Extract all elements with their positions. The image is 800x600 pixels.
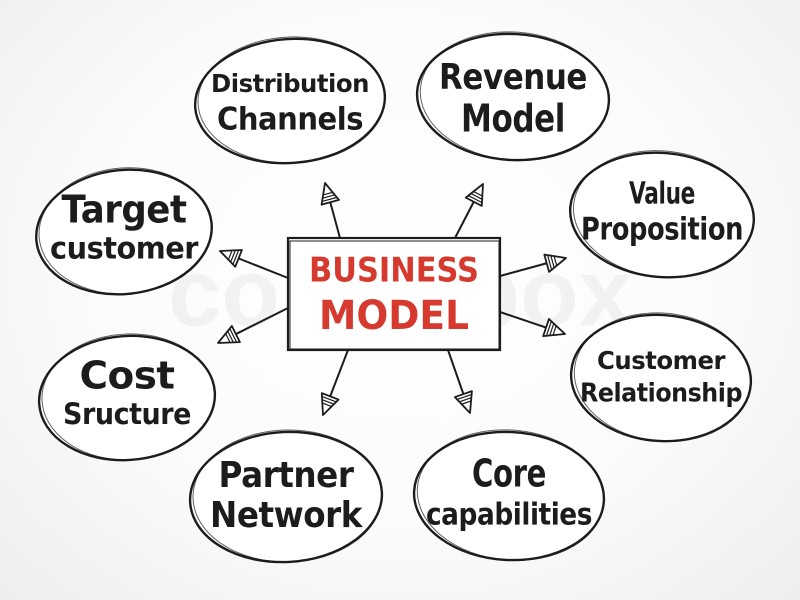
node-label-line-1: Partner xyxy=(219,455,355,496)
arrow xyxy=(320,349,349,416)
node-outline-sketch xyxy=(192,429,383,563)
arrow-head-hatch xyxy=(322,194,335,199)
arrow-head-hatch xyxy=(553,255,558,266)
arrow-head-hatch xyxy=(456,393,472,401)
arrow-head xyxy=(320,182,340,206)
arrow-head-hatch xyxy=(461,400,472,405)
node-label-line-2: Channels xyxy=(217,102,363,138)
arrow xyxy=(217,307,289,344)
arrow xyxy=(447,349,473,414)
arrow-head-hatch xyxy=(229,328,238,343)
arrow-head xyxy=(543,253,567,273)
connector-arrows xyxy=(217,182,567,416)
arrow-shaft xyxy=(499,311,548,329)
arrow-head-hatch xyxy=(227,250,233,260)
arrow xyxy=(499,311,566,338)
center-title-line-2: MODEL xyxy=(319,293,469,339)
arrow-head-hatch xyxy=(549,323,555,336)
arrow-head-hatch xyxy=(473,190,483,197)
arrow-head-hatch xyxy=(470,192,483,200)
arrow xyxy=(219,249,289,279)
arrow-head-hatch xyxy=(321,399,335,405)
center-title-line-1: BUSINESS xyxy=(309,251,479,291)
arrow-head-hatch xyxy=(225,333,231,343)
arrow-head-hatch xyxy=(227,330,234,343)
arrow-head-hatch xyxy=(322,191,333,196)
arrow-head-hatch xyxy=(230,250,236,263)
node-outline-sketch xyxy=(572,150,755,279)
node-label-line-1: Distribution xyxy=(211,69,369,98)
node-outline-sketch xyxy=(41,333,216,461)
arrow-head-hatch xyxy=(545,321,552,336)
arrow-head-hatch xyxy=(550,255,555,268)
node-label-line-2: Network xyxy=(210,495,363,536)
node-outline-sketch xyxy=(197,36,386,164)
arrow-head-hatch xyxy=(322,402,332,408)
node-label-line-2: capabilities xyxy=(426,498,592,533)
center-node: BUSINESS MODEL xyxy=(286,236,502,352)
center-box xyxy=(286,236,502,352)
node-label-line-2: Proposition xyxy=(581,212,743,248)
arrow-shaft xyxy=(237,257,289,279)
arrow xyxy=(454,183,484,239)
arrow-head-hatch xyxy=(321,395,337,403)
node-label-line-1: Value xyxy=(629,177,695,212)
arrow-head-hatch xyxy=(552,325,557,336)
node-outline-sketch xyxy=(38,167,213,295)
arrow-shaft xyxy=(447,349,465,396)
node-label-line-1: Target xyxy=(62,188,187,232)
node-outline-sketch xyxy=(573,312,752,442)
arrow-shaft xyxy=(329,349,349,398)
arrow-shaft xyxy=(499,262,548,277)
arrow-shaft xyxy=(329,201,341,239)
arrow-head xyxy=(454,390,473,414)
node-label-line-1: Customer xyxy=(597,346,726,375)
node-outline xyxy=(412,430,606,562)
node-outline-sketch xyxy=(419,31,610,161)
arrow-head-hatch xyxy=(232,249,240,265)
node-label-line-1: Cost xyxy=(80,354,175,398)
arrow-head-hatch xyxy=(468,195,483,204)
arrow-head xyxy=(320,392,340,416)
node-label-line-1: Core xyxy=(472,452,546,496)
node-label-line-2: customer xyxy=(50,232,199,267)
arrow-head-hatch xyxy=(321,196,338,202)
arrow xyxy=(320,182,341,239)
node-label-line-2: Model xyxy=(461,97,565,141)
arrow xyxy=(499,253,567,277)
node-label-line-1: Revenue xyxy=(439,57,587,98)
node-outline-sketch xyxy=(416,429,605,561)
node-label-line-2: Relationship xyxy=(580,379,742,409)
arrow-shaft xyxy=(454,200,475,239)
arrow-head xyxy=(542,318,566,338)
arrow-head-hatch xyxy=(547,254,553,271)
center-box-sketch-line xyxy=(289,240,500,350)
node-label-line-2: Sructure xyxy=(63,397,191,431)
arrow-head-hatch xyxy=(459,397,472,403)
topic-nodes: DistributionChannelsRevenueModelTargetcu… xyxy=(35,31,756,564)
arrow-shaft xyxy=(234,307,289,336)
